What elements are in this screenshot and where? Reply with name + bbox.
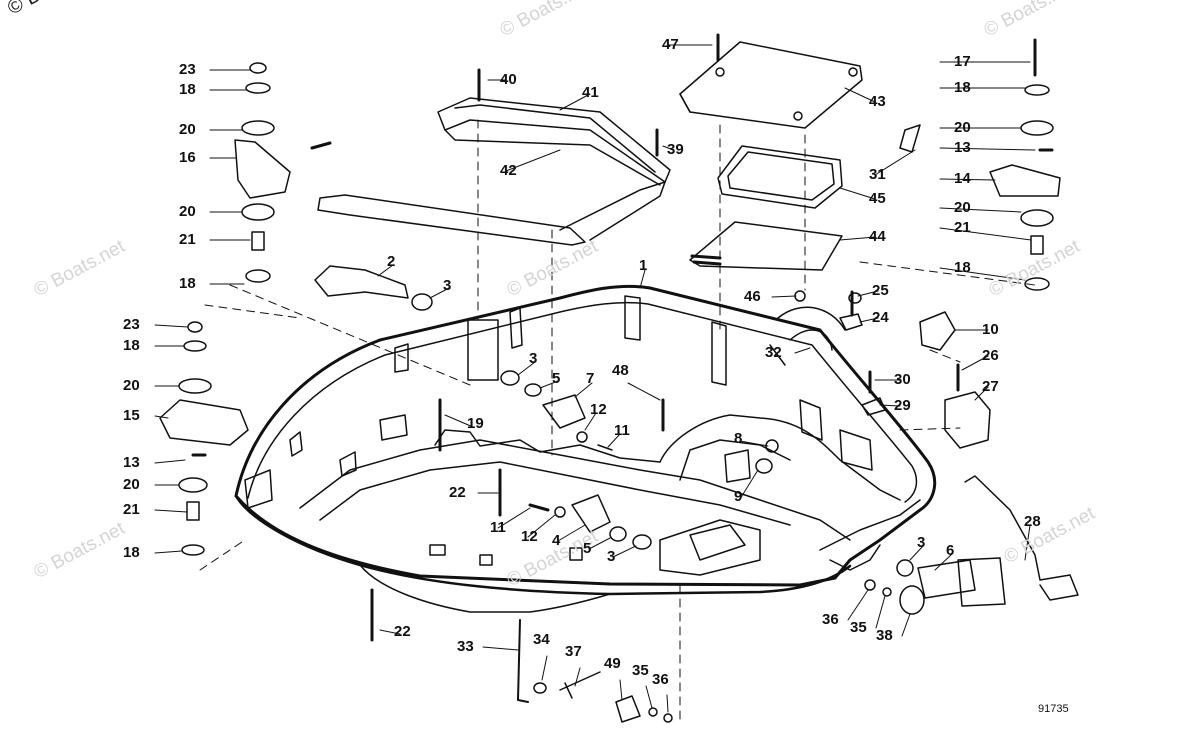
part-callout-23: 23 bbox=[123, 316, 140, 333]
part-callout-28: 28 bbox=[1024, 513, 1041, 530]
part-callout-38: 38 bbox=[876, 627, 893, 644]
part-callout-3: 3 bbox=[529, 350, 538, 367]
part-callout-18: 18 bbox=[123, 544, 140, 561]
part-callout-1: 1 bbox=[639, 257, 648, 274]
part-callout-22: 22 bbox=[449, 484, 466, 501]
cover-plates bbox=[679, 41, 863, 271]
part-callout-23: 23 bbox=[179, 61, 196, 78]
part-callout-39: 39 bbox=[667, 141, 684, 158]
part-callout-5: 5 bbox=[552, 370, 561, 387]
alignment-lines bbox=[199, 119, 1036, 721]
part-callout-12: 12 bbox=[590, 401, 607, 418]
part-callout-21: 21 bbox=[954, 219, 971, 236]
part-callout-40: 40 bbox=[500, 71, 517, 88]
part-callout-13: 13 bbox=[123, 454, 140, 471]
part-callout-20: 20 bbox=[123, 377, 140, 394]
part-callout-20: 20 bbox=[179, 203, 196, 220]
part-callout-19: 19 bbox=[467, 415, 484, 432]
leader-lines bbox=[154, 44, 1036, 713]
part-callout-18: 18 bbox=[123, 337, 140, 354]
part-callout-3: 3 bbox=[607, 548, 616, 565]
lower-cowl-housing bbox=[234, 284, 937, 613]
part-callout-20: 20 bbox=[179, 121, 196, 138]
part-callout-42: 42 bbox=[500, 162, 517, 179]
part-callout-31: 31 bbox=[869, 166, 886, 183]
part-callout-36: 36 bbox=[822, 611, 839, 628]
part-callout-32: 32 bbox=[765, 344, 782, 361]
part-callout-8: 8 bbox=[734, 430, 743, 447]
part-callout-49: 49 bbox=[604, 655, 621, 672]
part-callout-4: 4 bbox=[552, 532, 561, 549]
part-callout-15: 15 bbox=[123, 407, 140, 424]
bushing bbox=[848, 292, 862, 304]
part-callout-33: 33 bbox=[457, 638, 474, 655]
part-callout-18: 18 bbox=[954, 259, 971, 276]
part-callout-13: 13 bbox=[954, 139, 971, 156]
part-callout-48: 48 bbox=[612, 362, 629, 379]
part-callout-21: 21 bbox=[179, 231, 196, 248]
part-callout-6: 6 bbox=[946, 542, 955, 559]
part-callout-18: 18 bbox=[179, 275, 196, 292]
small-hardware bbox=[159, 33, 1079, 723]
part-callout-43: 43 bbox=[869, 93, 886, 110]
part-callout-3: 3 bbox=[443, 277, 452, 294]
part-callout-11: 11 bbox=[614, 422, 630, 439]
part-callout-22: 22 bbox=[394, 623, 411, 640]
part-callout-17: 17 bbox=[954, 53, 971, 70]
part-callout-3: 3 bbox=[917, 534, 926, 551]
part-callout-26: 26 bbox=[982, 347, 999, 364]
part-callout-30: 30 bbox=[894, 371, 911, 388]
part-callout-35: 35 bbox=[632, 662, 649, 679]
part-callout-20: 20 bbox=[123, 476, 140, 493]
part-callout-41: 41 bbox=[582, 84, 599, 101]
part-callout-45: 45 bbox=[869, 190, 886, 207]
part-callout-36: 36 bbox=[652, 671, 669, 688]
part-callout-20: 20 bbox=[954, 199, 971, 216]
part-callout-29: 29 bbox=[894, 397, 911, 414]
part-callout-46: 46 bbox=[744, 288, 761, 305]
part-callout-7: 7 bbox=[586, 370, 595, 387]
part-callout-44: 44 bbox=[869, 228, 886, 245]
part-callout-25: 25 bbox=[872, 282, 889, 299]
part-callout-24: 24 bbox=[872, 309, 889, 326]
part-callout-20: 20 bbox=[954, 119, 971, 136]
part-callout-5: 5 bbox=[583, 540, 592, 557]
part-callout-2: 2 bbox=[387, 253, 396, 270]
part-callout-18: 18 bbox=[954, 79, 971, 96]
part-callout-35: 35 bbox=[850, 619, 867, 636]
cowl-support-bracket bbox=[317, 97, 671, 246]
part-callout-18: 18 bbox=[179, 81, 196, 98]
part-callout-11: 11 bbox=[490, 519, 506, 536]
part-callout-27: 27 bbox=[982, 378, 999, 395]
part-callout-12: 12 bbox=[521, 528, 538, 545]
part-callout-14: 14 bbox=[954, 170, 971, 187]
part-callout-21: 21 bbox=[123, 501, 140, 518]
figure-number: 91735 bbox=[1038, 703, 1069, 715]
part-callout-9: 9 bbox=[734, 488, 743, 505]
part-callout-37: 37 bbox=[565, 643, 582, 660]
part-callout-10: 10 bbox=[982, 321, 999, 338]
part-callout-47: 47 bbox=[662, 36, 679, 53]
part-callout-16: 16 bbox=[179, 149, 196, 166]
part-callout-34: 34 bbox=[533, 631, 550, 648]
